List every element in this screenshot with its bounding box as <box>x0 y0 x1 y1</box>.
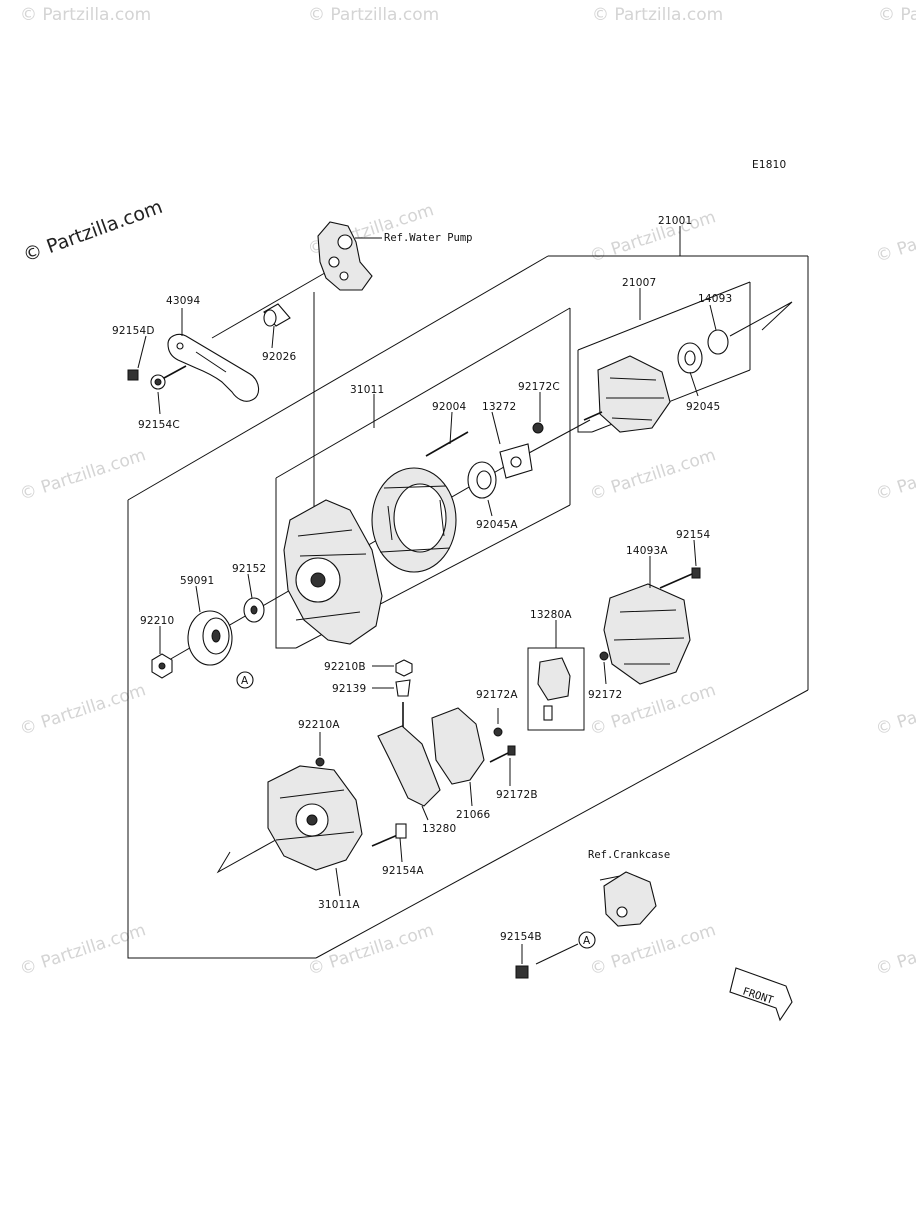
part-label-13272: 13272 <box>482 401 516 413</box>
screw-92172A <box>493 727 503 737</box>
screw-92172B <box>489 745 516 763</box>
part-label-92154: 92154 <box>676 529 711 541</box>
part-label-92210: 92210 <box>140 615 174 627</box>
bolt-92154B <box>515 943 579 979</box>
regulator-21066 <box>431 707 485 785</box>
part-label-13280A: 13280A <box>530 609 572 621</box>
pulley-59091 <box>187 610 233 666</box>
crankcase-bracket <box>603 871 657 927</box>
watermark: © Partzilla.com <box>17 920 148 980</box>
cover-14093 <box>707 329 729 355</box>
spacer-92152 <box>243 597 265 623</box>
watermark: © Partzilla.com <box>873 445 916 505</box>
bolt-92154A <box>371 823 407 847</box>
bolt-92154C <box>150 365 187 390</box>
bearing-92045A <box>467 461 497 499</box>
part-labels: 21001 21007 14093 92045 43094 92154D 920… <box>112 215 732 943</box>
watermark: © Partzilla.com <box>308 5 439 25</box>
watermark: © Partzilla.com <box>17 445 148 505</box>
watermark: © Partzilla.com <box>873 207 916 267</box>
marker-a: A <box>236 671 254 689</box>
watermark: © Partzilla.com <box>873 920 916 980</box>
nut-92210 <box>151 653 173 679</box>
watermark: © Partzilla.com <box>305 920 436 980</box>
spacer-92026 <box>263 303 291 327</box>
watermark: © Partzilla.com <box>587 207 718 267</box>
bolt-92154 <box>659 567 701 589</box>
stator <box>371 467 457 573</box>
rotor-21007 <box>583 355 671 433</box>
part-label-14093: 14093 <box>698 293 732 305</box>
insulator-92139 <box>395 679 411 728</box>
assembly-frame <box>127 255 809 959</box>
rear-housing-31011A <box>267 765 363 871</box>
nut-92210A <box>315 757 325 767</box>
rectifier-13280 <box>377 725 441 807</box>
part-label-21001: 21001 <box>658 215 692 227</box>
part-label-92172: 92172 <box>588 689 622 701</box>
leader-lines <box>137 226 717 964</box>
part-label-92210A: 92210A <box>298 719 340 731</box>
part-label-92210B: 92210B <box>324 661 366 673</box>
screw-92172 <box>599 651 609 661</box>
watermark-layer: © Partzilla.com © Partzilla.com © Partzi… <box>17 5 916 980</box>
watermark: © Partzilla.com <box>20 5 151 25</box>
part-label-43094: 43094 <box>166 295 201 307</box>
part-label-92154B: 92154B <box>500 931 542 943</box>
part-label-14093A: 14093A <box>626 545 668 557</box>
plate-13272 <box>499 443 533 479</box>
marker-a-label: A <box>583 935 591 947</box>
stud-92004 <box>425 431 469 457</box>
watermark: © Partzilla.com <box>873 680 916 740</box>
watermark: © Partzilla.com <box>17 680 148 740</box>
part-label-31011A: 31011A <box>318 899 360 911</box>
ref-water-pump: Ref.Water Pump <box>384 232 473 244</box>
watermark: © Partzilla.com <box>592 5 723 25</box>
part-label-92154C: 92154C <box>138 419 180 431</box>
bolt-92154D <box>127 369 139 381</box>
rear-cover-14093A <box>603 583 691 685</box>
part-label-13280: 13280 <box>422 823 456 835</box>
part-label-92026: 92026 <box>262 351 297 363</box>
part-label-31011: 31011 <box>350 384 384 396</box>
watermark: © Partzilla.com <box>878 5 916 25</box>
part-label-92154D: 92154D <box>112 325 155 337</box>
screw-92172C <box>532 422 544 434</box>
watermark: © Partzilla.com <box>587 920 718 980</box>
marker-a-label: A <box>241 675 249 687</box>
part-label-21066: 21066 <box>456 809 491 821</box>
marker-a: A <box>578 931 596 949</box>
front-housing-31011 <box>283 499 383 645</box>
watermark: © Partzilla.com <box>587 445 718 505</box>
bracket-43094 <box>167 333 260 402</box>
part-label-92004: 92004 <box>432 401 467 413</box>
water-pump-bracket <box>317 221 373 291</box>
brush-holder-13280A <box>537 657 571 721</box>
part-label-21007: 21007 <box>622 277 656 289</box>
part-label-92139: 92139 <box>332 683 366 695</box>
part-label-59091: 59091 <box>180 575 214 587</box>
part-label-92045A: 92045A <box>476 519 518 531</box>
watermark-main: © Partzilla.com <box>20 196 165 267</box>
part-label-92172A: 92172A <box>476 689 518 701</box>
nut-92210B <box>395 659 413 677</box>
diagram-code: E1810 <box>752 159 786 171</box>
front-arrow-icon: FRONT <box>729 967 793 1022</box>
part-label-92172C: 92172C <box>518 381 560 393</box>
part-label-92152: 92152 <box>232 563 266 575</box>
part-label-92154A: 92154A <box>382 865 424 877</box>
part-label-92172B: 92172B <box>496 789 538 801</box>
bearing-92045 <box>677 342 703 374</box>
part-label-92045: 92045 <box>686 401 720 413</box>
ref-crankcase: Ref.Crankcase <box>588 849 670 861</box>
